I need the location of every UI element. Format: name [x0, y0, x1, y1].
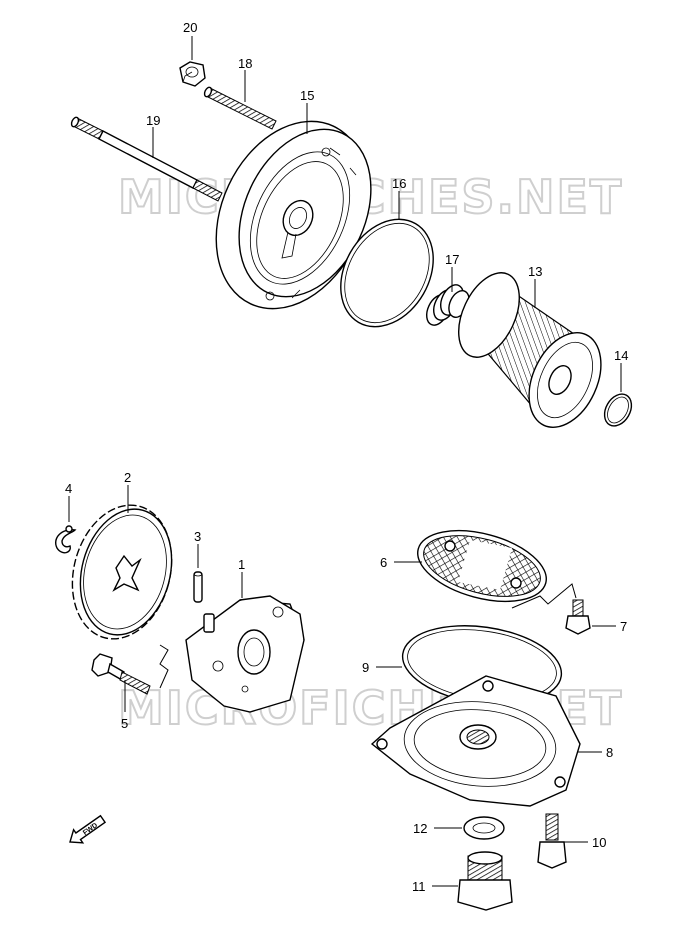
callout-19: 19 [146, 113, 160, 128]
part-7-small-bolt [565, 599, 591, 635]
part-5-bolt [91, 653, 151, 695]
part-2-gear [71, 504, 173, 640]
part-6-strainer [417, 529, 547, 603]
part-13-oil-filter [458, 272, 602, 428]
callout-18: 18 [238, 56, 252, 71]
part-3-pin [193, 571, 203, 603]
part-11-drain-plug [457, 851, 513, 911]
callout-13: 13 [528, 264, 542, 279]
callout-7: 7 [620, 619, 627, 634]
callout-5: 5 [121, 716, 128, 731]
callout-16: 16 [392, 176, 406, 191]
callout-10: 10 [592, 835, 606, 850]
part-19-long-bolt [70, 116, 223, 202]
part-18-stud [203, 86, 277, 130]
callout-1: 1 [238, 557, 245, 572]
callout-11: 11 [412, 879, 426, 894]
callout-20: 20 [183, 20, 197, 35]
callout-12: 12 [413, 821, 427, 836]
callout-17: 17 [445, 252, 459, 267]
part-17-spring [425, 284, 470, 326]
callout-15: 15 [300, 88, 314, 103]
callout-4: 4 [65, 481, 72, 496]
part-16-o-ring [340, 218, 434, 328]
part-8-cover [370, 675, 581, 807]
part-14-small-o-ring [603, 393, 633, 427]
part-10-bolt [537, 813, 567, 869]
callout-6: 6 [380, 555, 387, 570]
fwd-arrow-icon: FWD [69, 814, 107, 844]
part-4-circlip [55, 525, 77, 554]
callout-8: 8 [606, 745, 613, 760]
callout-9: 9 [362, 660, 369, 675]
part-12-washer [463, 816, 505, 840]
callout-3: 3 [194, 529, 201, 544]
fwd-label: FWD [82, 822, 99, 837]
part-1-oil-pump [185, 595, 305, 713]
callout-2: 2 [124, 470, 131, 485]
callout-14: 14 [614, 348, 628, 363]
part-20-nut [179, 61, 206, 87]
